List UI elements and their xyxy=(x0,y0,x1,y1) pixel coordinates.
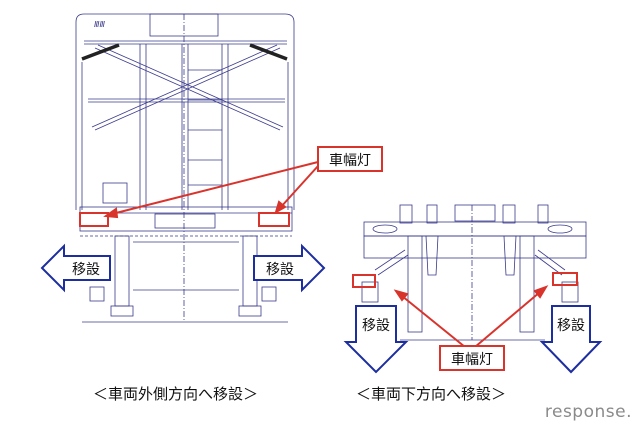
right-trailer-drawing xyxy=(361,204,587,341)
brand-logo: ⅢⅢ xyxy=(94,20,106,29)
right-marker-lamp-highlight xyxy=(258,212,290,227)
left-callout-box xyxy=(317,146,383,172)
right-view-right-lamp-highlight xyxy=(552,272,578,286)
watermark: response. xyxy=(544,402,632,422)
move-down-right-arrow-label: 移設 xyxy=(557,318,585,334)
right-callout-box xyxy=(439,345,505,371)
right-view-caption: ＜車両下方向へ移設＞ xyxy=(356,385,507,403)
right-wiper-bar xyxy=(249,43,288,61)
move-down-left-arrow xyxy=(343,305,409,374)
move-right-arrow-label: 移設 xyxy=(266,262,294,278)
move-down-left-arrow-label: 移設 xyxy=(362,318,390,334)
move-left-arrow xyxy=(40,243,111,293)
left-trailer-drawing xyxy=(75,13,295,323)
right-view-left-lamp-highlight xyxy=(352,274,376,288)
left-callout-label: 車幅灯 xyxy=(329,152,371,169)
move-down-right-arrow xyxy=(539,305,603,374)
move-right-arrow xyxy=(253,243,326,293)
move-left-arrow-label: 移設 xyxy=(72,262,100,278)
left-wiper-bar xyxy=(81,43,120,61)
left-marker-lamp-highlight xyxy=(79,212,109,227)
left-view-caption: ＜車両外側方向へ移設＞ xyxy=(93,385,259,403)
left-callout-arrows xyxy=(103,161,319,219)
right-callout-label: 車幅灯 xyxy=(451,351,493,368)
right-callout-arrows xyxy=(393,285,549,348)
